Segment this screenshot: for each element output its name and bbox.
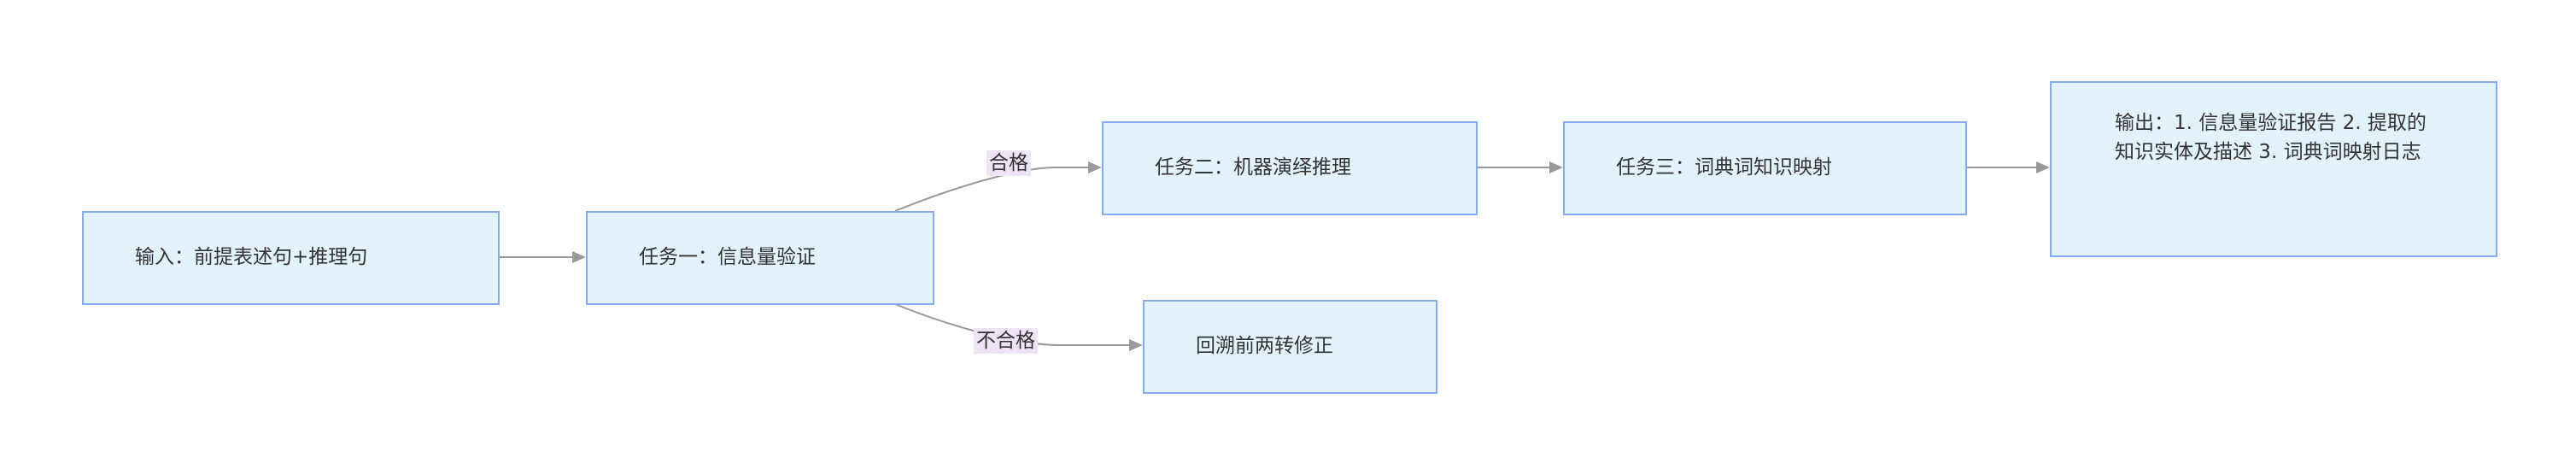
edge-task1-to-task2 — [894, 167, 1090, 212]
arrow-task3-to-output — [2036, 161, 2050, 173]
edge-label-pass: 合格 — [986, 150, 1031, 176]
arrow-task1-to-backtrack — [1129, 339, 1143, 351]
arrow-task2-to-task3 — [1549, 161, 1563, 173]
backtrack-node: 回溯前两转修正 — [1143, 300, 1437, 394]
output-node: 输出：1. 信息量验证报告 2. 提取的 知识实体及描述 3. 词典词映射日志 — [2050, 81, 2497, 257]
task1-node: 任务一：信息量验证 — [586, 211, 934, 305]
output-node-label-line2: 知识实体及描述 3. 词典词映射日志 — [2115, 141, 2421, 163]
input-node-label: 输入：前提表述句+推理句 — [135, 246, 368, 268]
task2-node-label: 任务二：机器演绎推理 — [1155, 156, 1351, 179]
input-node: 输入：前提表述句+推理句 — [82, 211, 500, 305]
task1-node-label: 任务一：信息量验证 — [639, 246, 816, 268]
arrow-task1-to-task2 — [1088, 161, 1102, 173]
edge-label-fail: 不合格 — [974, 328, 1038, 354]
arrow-input-to-task1 — [572, 251, 586, 263]
output-node-label-line1: 输出：1. 信息量验证报告 2. 提取的 — [2115, 112, 2427, 134]
task3-node-label: 任务三：词典词知识映射 — [1616, 156, 1832, 179]
backtrack-node-label: 回溯前两转修正 — [1196, 335, 1333, 357]
task3-node: 任务三：词典词知识映射 — [1563, 121, 1967, 215]
task2-node: 任务二：机器演绎推理 — [1102, 121, 1478, 215]
